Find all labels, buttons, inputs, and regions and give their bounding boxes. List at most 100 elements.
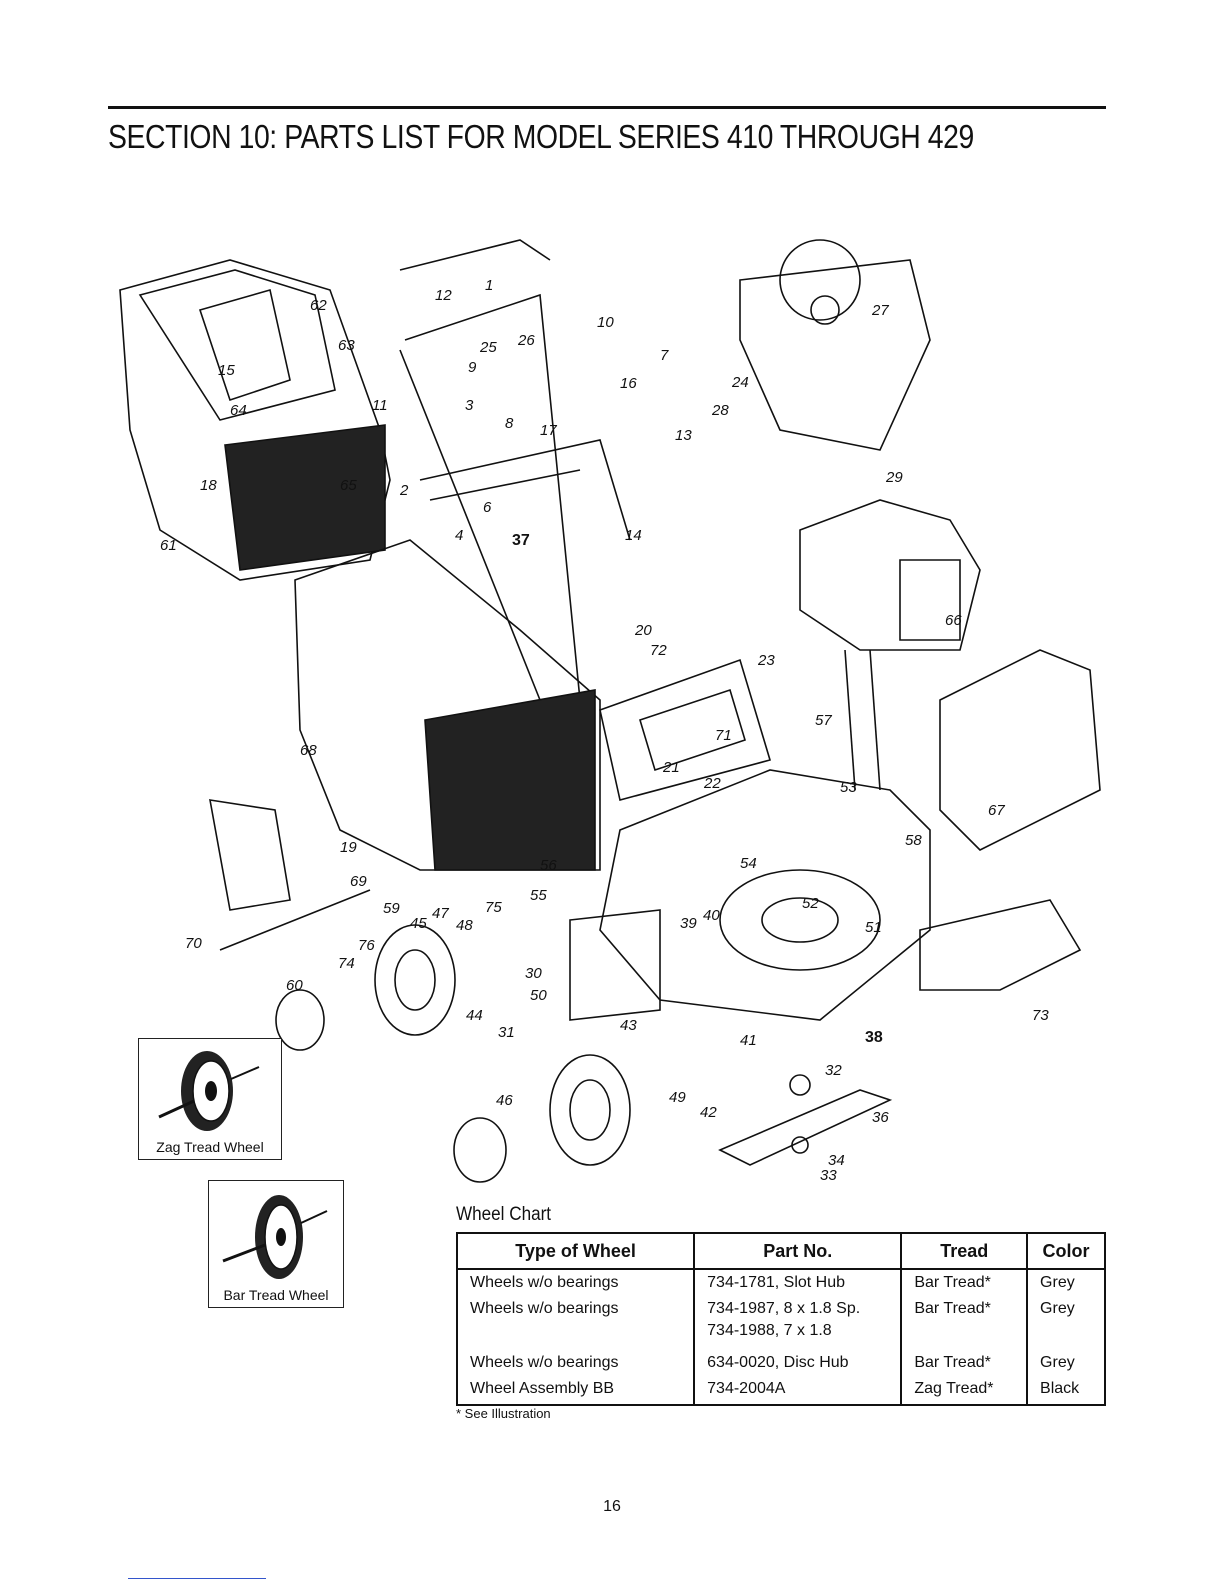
bar-tread-wheel-image xyxy=(222,1195,328,1279)
part-label: 36 xyxy=(872,1109,889,1126)
part-label: 18 xyxy=(200,477,217,494)
part-label: 21 xyxy=(662,759,680,776)
part-label: 20 xyxy=(634,622,652,639)
part-label: 63 xyxy=(338,337,355,354)
part-label: 7 xyxy=(660,347,669,364)
part-label: 66 xyxy=(945,612,962,629)
column-header: Tread xyxy=(900,1232,1029,1270)
part-number-line: 734-1987, 8 x 1.8 Sp. xyxy=(707,1300,861,1317)
part-label: 34 xyxy=(828,1152,845,1169)
part-label: 74 xyxy=(338,955,355,972)
part-label: 13 xyxy=(675,427,692,444)
zag-tread-caption: Zag Tread Wheel xyxy=(156,1139,264,1155)
part-label: 48 xyxy=(456,917,473,934)
column-header: Type of Wheel xyxy=(455,1232,696,1270)
part-label: 58 xyxy=(905,832,922,849)
side-chute xyxy=(919,649,1101,991)
control-panel xyxy=(599,658,772,801)
part-label: 56 xyxy=(540,857,557,874)
bar-tread-wheel-inset: Bar Tread Wheel xyxy=(208,1180,344,1308)
table-header-row: Type of Wheel Part No. Tread Color xyxy=(455,1232,1106,1270)
part-label: 51 xyxy=(865,919,882,936)
zag-tread-wheel-inset: Zag Tread Wheel xyxy=(138,1038,282,1160)
part-label: 42 xyxy=(700,1104,717,1121)
part-number-cell: 734-1781, Slot Hub xyxy=(693,1269,903,1296)
wheel-type-cell: Wheels w/o bearings xyxy=(455,1350,696,1376)
part-label: 8 xyxy=(505,415,514,432)
wheel-chart-title: Wheel Chart xyxy=(456,1204,552,1225)
tread-cell: Zag Tread* xyxy=(900,1376,1029,1406)
part-label: 2 xyxy=(399,482,409,499)
grass-bag-lower xyxy=(209,539,601,911)
wheel-type-cell: Wheels w/o bearings xyxy=(455,1296,696,1350)
part-label: 57 xyxy=(815,712,832,729)
part-label: 55 xyxy=(530,887,547,904)
part-label: 11 xyxy=(372,397,388,414)
part-label: 23 xyxy=(757,652,775,669)
wheel-type-cell: Wheel Assembly BB xyxy=(455,1376,696,1406)
part-label: 68 xyxy=(300,742,317,759)
mower-deck xyxy=(569,769,931,1021)
link-underline xyxy=(128,1578,266,1579)
part-label: 45 xyxy=(410,915,427,932)
part-label: 6 xyxy=(483,499,492,516)
column-header: Part No. xyxy=(693,1232,903,1270)
part-label: 43 xyxy=(620,1017,637,1034)
part-label: 60 xyxy=(286,977,303,994)
part-label: 12 xyxy=(435,287,452,304)
part-label: 61 xyxy=(160,537,177,554)
part-label: 71 xyxy=(715,727,732,744)
section-title: SECTION 10: PARTS LIST FOR MODEL SERIES … xyxy=(108,118,974,155)
part-label: 19 xyxy=(340,839,357,856)
wheels xyxy=(219,889,631,1183)
header-rule xyxy=(108,106,1106,109)
zag-tread-wheel-image xyxy=(158,1051,260,1131)
part-label: 65 xyxy=(340,477,357,494)
part-label: 14 xyxy=(625,527,642,544)
part-label: 30 xyxy=(525,965,542,982)
part-label: 1 xyxy=(485,277,493,294)
part-label: 54 xyxy=(740,855,757,872)
part-label: 32 xyxy=(825,1062,842,1079)
part-label: 53 xyxy=(840,779,857,796)
part-label: 15 xyxy=(218,362,235,379)
part-label: 9 xyxy=(468,359,477,376)
engine-upper xyxy=(739,239,931,451)
tread-cell: Bar Tread* xyxy=(900,1269,1029,1296)
part-label: 41 xyxy=(740,1032,757,1049)
diagram-drawing: 1 12 62 63 15 64 65 18 61 11 3 2 4 6 37 … xyxy=(119,239,1101,1184)
part-label: 67 xyxy=(988,802,1005,819)
part-label: 44 xyxy=(466,1007,483,1024)
exploded-parts-diagram: 1 12 62 63 15 64 65 18 61 11 3 2 4 6 37 … xyxy=(100,230,1110,1190)
part-label: 50 xyxy=(530,987,547,1004)
blade xyxy=(718,1074,893,1166)
part-label: 70 xyxy=(185,935,202,952)
part-label: 37 xyxy=(512,532,530,549)
part-label: 40 xyxy=(703,907,720,924)
column-header: Color xyxy=(1026,1232,1106,1270)
part-label: 72 xyxy=(650,642,667,659)
part-labels: 1 12 62 63 15 64 65 18 61 11 3 2 4 6 37 … xyxy=(160,277,1049,1184)
part-label: 28 xyxy=(711,402,729,419)
engine-lower xyxy=(799,499,981,791)
bar-tread-caption: Bar Tread Wheel xyxy=(223,1287,329,1303)
part-label: 29 xyxy=(885,469,903,486)
tread-cell: Bar Tread* xyxy=(900,1350,1029,1376)
table-footnote: * See Illustration xyxy=(456,1406,551,1421)
part-label: 69 xyxy=(350,873,367,890)
part-label: 52 xyxy=(802,895,819,912)
part-label: 16 xyxy=(620,375,637,392)
part-label: 31 xyxy=(498,1024,515,1041)
part-label: 47 xyxy=(432,905,449,922)
color-cell: Black xyxy=(1026,1376,1106,1406)
part-label: 49 xyxy=(669,1089,686,1106)
color-cell: Grey xyxy=(1026,1296,1106,1350)
part-number-cell: 734-2004A xyxy=(693,1376,903,1406)
handle-assembly xyxy=(399,239,631,701)
part-label: 24 xyxy=(731,374,749,391)
part-label: 38 xyxy=(865,1029,883,1046)
part-label: 73 xyxy=(1032,1007,1049,1024)
part-label: 22 xyxy=(703,775,721,792)
part-label: 76 xyxy=(358,937,375,954)
part-number-cell: 634-0020, Disc Hub xyxy=(693,1350,903,1376)
